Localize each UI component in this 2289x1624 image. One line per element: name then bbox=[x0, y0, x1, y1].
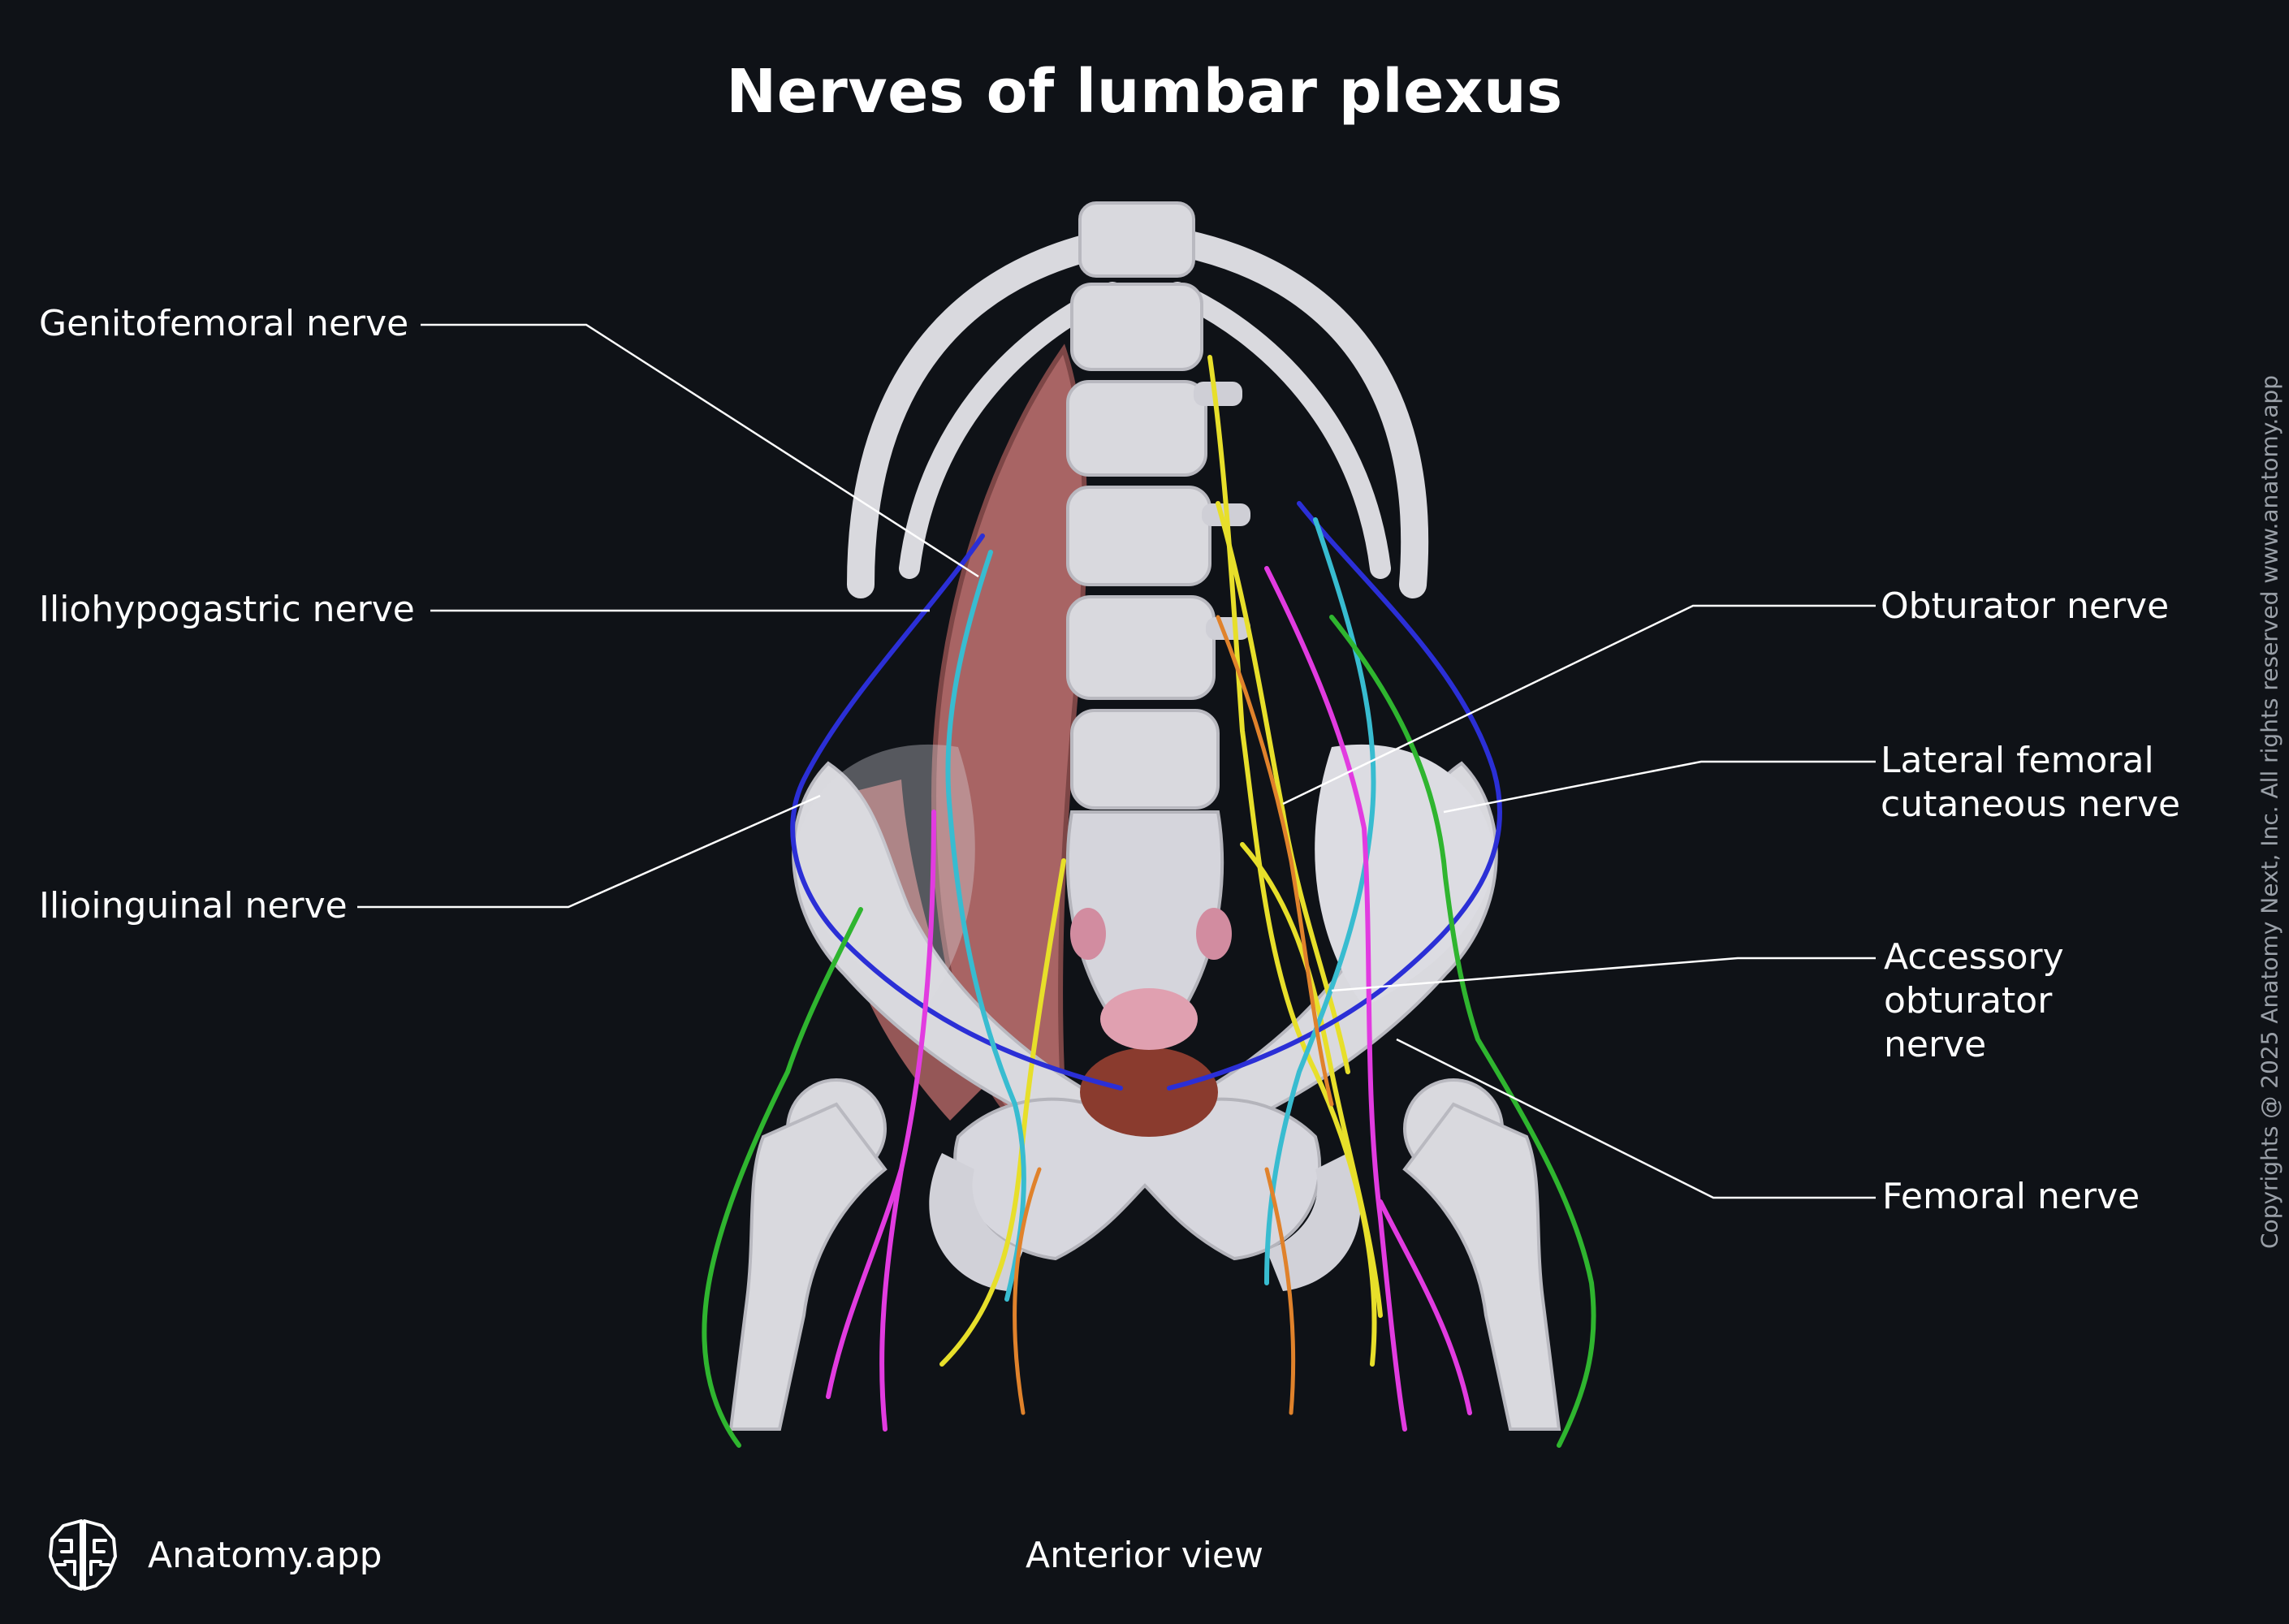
leader-lines bbox=[357, 323, 1876, 1199]
copyright-text: Copyrights @ 2025 Anatomy Next, Inc. All… bbox=[2256, 375, 2283, 1249]
leader-line-femoral bbox=[1396, 1038, 1876, 1199]
lateral-femoral-cutaneous-branches bbox=[702, 615, 1596, 1448]
leader-line-genitofemoral bbox=[421, 323, 979, 578]
label-lateral-femoral-cutaneous-line1: Lateral femoral bbox=[1881, 740, 2154, 781]
leader-line-accessory-obturator bbox=[1331, 957, 1876, 992]
label-accessory-obturator-line3: nerve bbox=[1884, 1024, 1987, 1065]
brand: Anatomy.app bbox=[42, 1514, 382, 1596]
ischium-left bbox=[929, 1153, 1023, 1291]
label-femoral-nerve: Femoral nerve bbox=[1882, 1176, 2140, 1217]
obturator-nerve-branches bbox=[1013, 615, 1334, 1415]
leader-line-lateral-femoral bbox=[1443, 760, 1876, 814]
uterus bbox=[1100, 988, 1198, 1050]
diagram-title: Nerves of lumbar plexus bbox=[726, 57, 1563, 127]
brand-name: Anatomy.app bbox=[148, 1534, 382, 1576]
bladder bbox=[1080, 1047, 1218, 1137]
iliohypogastric-nerve-branches bbox=[790, 501, 1503, 1091]
label-accessory-obturator-line1: Accessory bbox=[1884, 936, 2064, 978]
ischium-right bbox=[1267, 1153, 1361, 1291]
left-ovary bbox=[1070, 908, 1106, 960]
brain-logo-icon bbox=[49, 1519, 117, 1591]
lumbar-spine bbox=[1066, 201, 1220, 810]
nerves bbox=[702, 355, 1596, 1448]
leader-line-obturator bbox=[1282, 604, 1876, 806]
leader-line-ilioinguinal bbox=[357, 794, 821, 909]
label-genitofemoral-nerve: Genitofemoral nerve bbox=[39, 303, 409, 344]
femurs bbox=[728, 1078, 1561, 1431]
label-lateral-femoral-cutaneous-line2: cutaneous nerve bbox=[1881, 784, 2181, 825]
right-ovary bbox=[1196, 908, 1232, 960]
ilioinguinal-nerve-branches bbox=[945, 517, 1376, 1302]
label-accessory-obturator-line2: obturator bbox=[1884, 980, 2053, 1021]
genitofemoral-nerve-branches bbox=[826, 566, 1472, 1432]
label-obturator-nerve: Obturator nerve bbox=[1881, 585, 2170, 627]
label-ilioinguinal-nerve: Ilioinguinal nerve bbox=[39, 885, 348, 926]
view-label: Anterior view bbox=[1026, 1535, 1263, 1576]
label-iliohypogastric-nerve: Iliohypogastric nerve bbox=[39, 589, 415, 630]
